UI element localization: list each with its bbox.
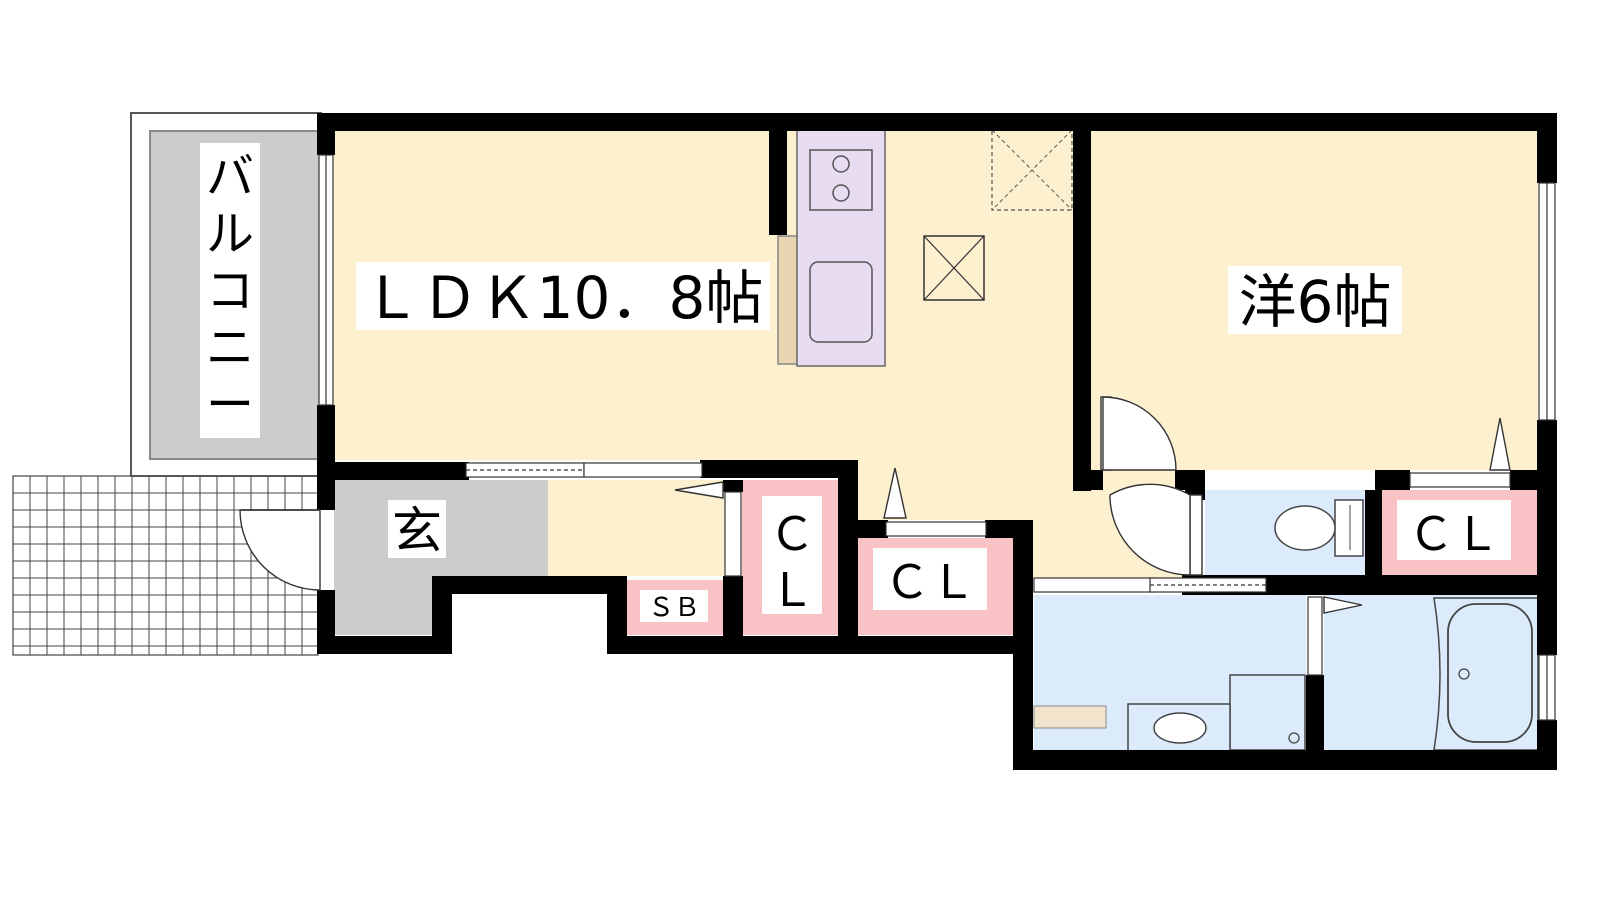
basin-icon [1153, 712, 1207, 744]
fridge-x-2 [923, 235, 985, 301]
closet-right-label: ＣＬ [1408, 507, 1500, 561]
sliding-doors [465, 462, 1511, 676]
balcony-label-bg [200, 143, 260, 438]
shoe-box-label: ＳＢ [648, 593, 700, 623]
stove-icon [809, 149, 873, 211]
balcony-char-0: バ [206, 149, 254, 205]
toilet-tank [1334, 499, 1364, 557]
toilet-bowl-icon [1274, 505, 1336, 551]
storage-x-2 [991, 129, 1073, 211]
entrance-label-bg [388, 500, 446, 558]
balcony-char-1: ル [206, 206, 254, 262]
ldk-label-bg [356, 262, 770, 330]
storage-x-box [991, 129, 1073, 211]
bathtub-drain [1458, 668, 1470, 680]
burner-top [832, 155, 850, 173]
closet-mid-label-bg [873, 548, 987, 610]
windows [318, 154, 1556, 721]
closet-tall-label-bg [762, 496, 822, 614]
ldk-label: ＬＤＫ10．8帖 [363, 264, 764, 332]
shoe-box-label-bg [640, 590, 708, 622]
western-label-bg [1228, 266, 1402, 334]
bathtub-icon [1447, 603, 1533, 743]
balcony-char-3: ニ [206, 320, 254, 376]
washer-space [1229, 674, 1306, 751]
doors [239, 396, 1511, 614]
closet-mid-label: ＣＬ [884, 555, 976, 609]
fridge-space-icon [923, 235, 985, 301]
hall-floor [548, 480, 728, 576]
closet-tall-label-l: Ｌ [769, 563, 815, 617]
sink-icon [809, 261, 873, 343]
washer-drain [1288, 732, 1300, 744]
balcony-char-2: コ [206, 263, 254, 319]
vanity-stool [1033, 705, 1107, 729]
burner-bottom [832, 184, 850, 202]
closet-right-label-bg [1397, 500, 1511, 560]
balcony-char-4: ー [206, 377, 254, 433]
closet-tall-label-c: Ｃ [769, 507, 815, 561]
entrance-label: 玄 [392, 502, 442, 560]
western-label: 洋6帖 [1239, 268, 1392, 336]
kitchen-counter-base [777, 235, 799, 365]
